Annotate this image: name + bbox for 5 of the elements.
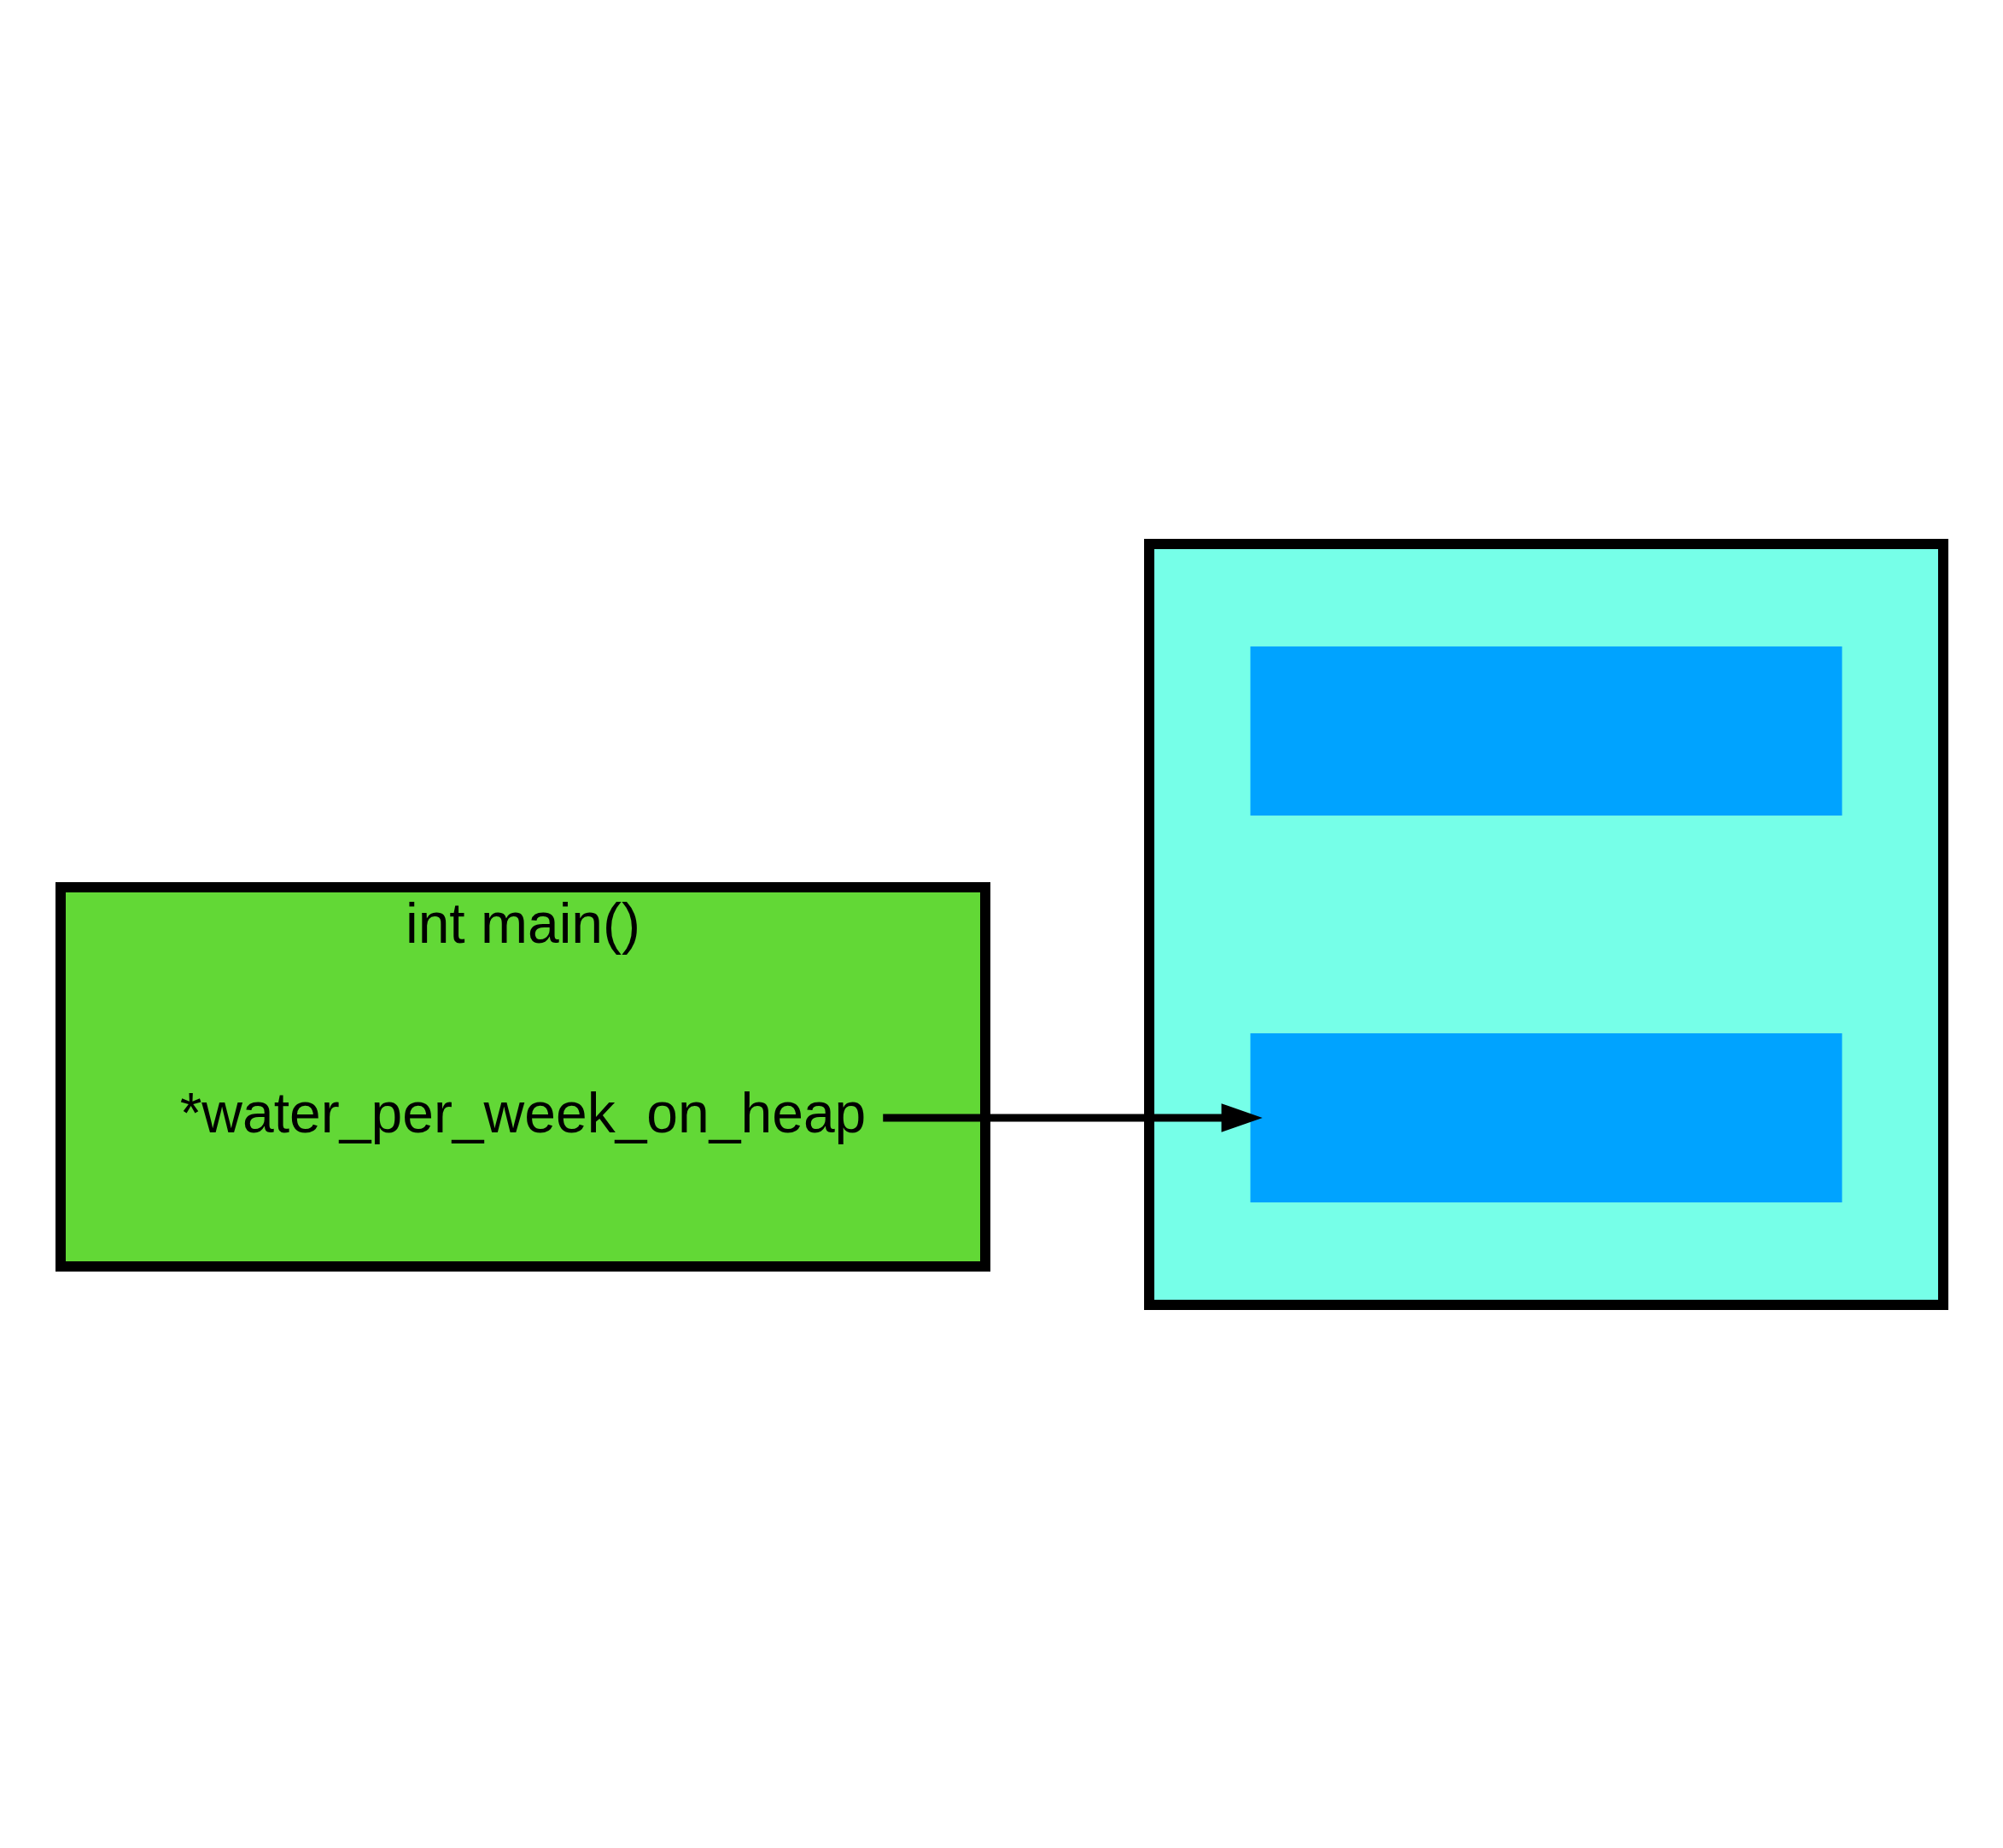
cluster — [1143, 538, 1948, 1310]
node-text: *water_per_week_on_heap — [179, 1080, 866, 1144]
node-bar — [1250, 646, 1842, 816]
arrow — [882, 1102, 1263, 1132]
node-bar — [1250, 1032, 1842, 1202]
